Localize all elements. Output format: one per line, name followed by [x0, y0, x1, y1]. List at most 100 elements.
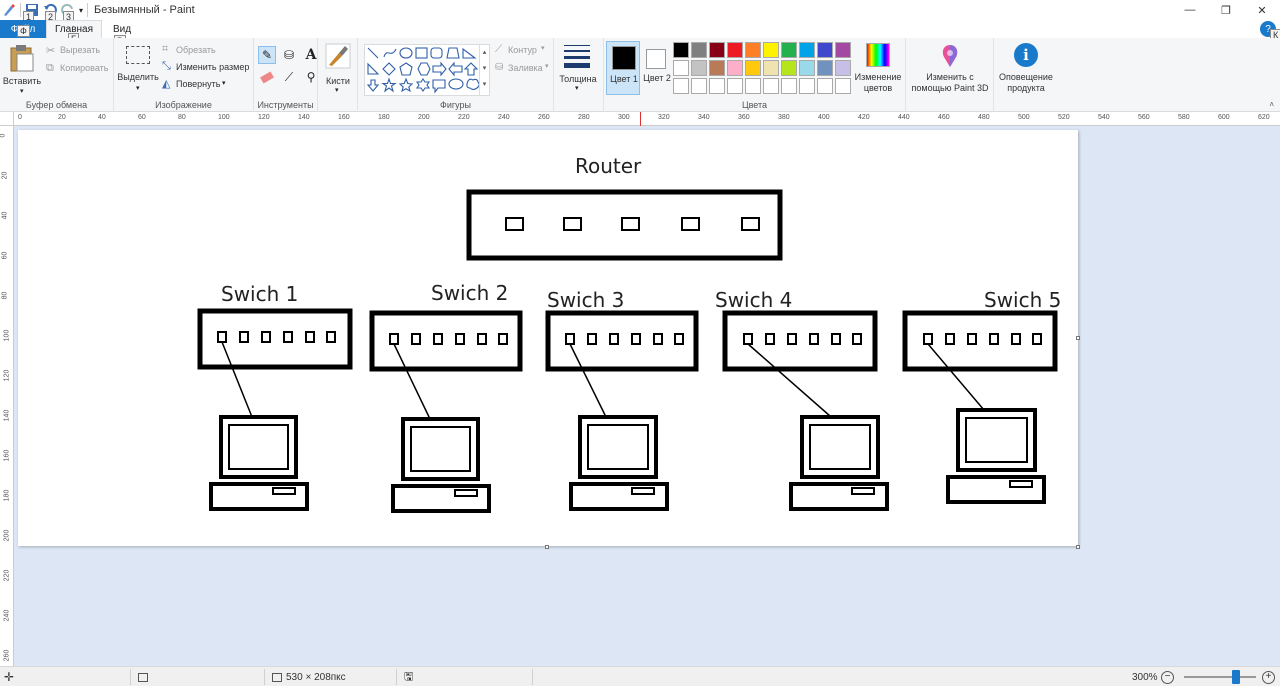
- tab-home[interactable]: Главная: [46, 20, 102, 38]
- resize-handle-bottom[interactable]: [545, 545, 549, 549]
- close-icon[interactable]: ✕: [1257, 4, 1267, 17]
- palette-color-29[interactable]: [835, 78, 851, 94]
- palette-color-2[interactable]: [709, 42, 725, 58]
- save-icon[interactable]: 1: [23, 3, 39, 23]
- collapse-ribbon-icon[interactable]: ˄: [1269, 100, 1274, 109]
- palette-color-10[interactable]: [673, 60, 689, 76]
- switch-5-label: Swich 5: [984, 288, 1061, 312]
- paste-icon: [10, 45, 34, 72]
- down-arrow-shape-icon: [366, 79, 380, 92]
- palette-color-0[interactable]: [673, 42, 689, 58]
- text-tool-icon[interactable]: A: [305, 47, 317, 63]
- computer-2: [391, 417, 491, 513]
- palette-color-13[interactable]: [727, 60, 743, 76]
- ruler-v-tick: 260: [3, 649, 11, 662]
- color2-button[interactable]: Цвет 2: [640, 41, 674, 95]
- ruler-h-tick: 240: [498, 114, 510, 121]
- palette-color-20[interactable]: [673, 78, 689, 94]
- palette-color-16[interactable]: [781, 60, 797, 76]
- window-title: Безымянный - Paint: [94, 4, 195, 16]
- paint3d-button[interactable]: Изменить с помощью Paint 3D: [908, 42, 992, 98]
- copy-button[interactable]: Копировать: [60, 63, 109, 73]
- eraser-icon[interactable]: [258, 68, 276, 86]
- palette-color-9[interactable]: [835, 42, 851, 58]
- switch-4: [722, 310, 878, 372]
- pentagon-shape-icon: [399, 62, 413, 76]
- palette-color-15[interactable]: [763, 60, 779, 76]
- palette-color-28[interactable]: [817, 78, 833, 94]
- palette-color-3[interactable]: [727, 42, 743, 58]
- palette-color-18[interactable]: [817, 60, 833, 76]
- resize-handle-corner[interactable]: [1076, 545, 1080, 549]
- diamond-shape-icon: [382, 62, 396, 76]
- edit-colors-button[interactable]: Изменение цветов: [854, 42, 902, 98]
- zoom-slider[interactable]: [1184, 670, 1256, 684]
- color-picker-icon[interactable]: ⟋: [284, 69, 294, 84]
- ruler-h-tick: 220: [458, 114, 470, 121]
- palette-color-7[interactable]: [799, 42, 815, 58]
- ruler-h-tick: 120: [258, 114, 270, 121]
- palette-color-1[interactable]: [691, 42, 707, 58]
- rotate-button[interactable]: Повернуть: [176, 79, 221, 89]
- ribbon-tabs: Файл Ф Главная Г Вид В ? К: [0, 20, 1280, 47]
- palette-color-24[interactable]: [745, 78, 761, 94]
- palette-color-27[interactable]: [799, 78, 815, 94]
- undo-icon[interactable]: 2: [43, 3, 57, 23]
- group-size: [554, 38, 604, 112]
- brushes-button[interactable]: Кисти ▾: [322, 42, 354, 96]
- palette-color-26[interactable]: [781, 78, 797, 94]
- cut-button[interactable]: Вырезать: [60, 45, 101, 55]
- zoom-out-icon[interactable]: −: [1161, 667, 1174, 686]
- crop-button[interactable]: Обрезать: [176, 45, 216, 55]
- palette-color-4[interactable]: [745, 42, 761, 58]
- redo-icon[interactable]: 3: [61, 3, 75, 23]
- palette-color-21[interactable]: [691, 78, 707, 94]
- palette-color-23[interactable]: [727, 78, 743, 94]
- ruler-h-tick: 300: [618, 114, 630, 121]
- shapes-scroll[interactable]: ▴▾▾: [479, 45, 489, 95]
- minimize-icon[interactable]: —: [1184, 4, 1196, 16]
- palette-color-12[interactable]: [709, 60, 725, 76]
- callout-rect-shape-icon: [432, 79, 446, 94]
- outline-button[interactable]: Контур: [508, 45, 537, 55]
- paste-button[interactable]: Вставить ▾: [3, 42, 41, 96]
- hexagon-shape-icon: [417, 62, 431, 76]
- shapes-gallery: ▴▾▾: [364, 44, 490, 96]
- paste-dropdown-icon: ▾: [20, 88, 24, 95]
- palette-color-11[interactable]: [691, 60, 707, 76]
- fill-button[interactable]: Заливка: [508, 63, 543, 73]
- fill-bucket-icon[interactable]: ⛁: [283, 48, 295, 62]
- palette-color-5[interactable]: [763, 42, 779, 58]
- resize-handle-right[interactable]: [1076, 336, 1080, 340]
- ruler-v-tick: 20: [1, 171, 9, 180]
- ruler-h-tick: 140: [298, 114, 310, 121]
- zoom-slider-thumb[interactable]: [1232, 670, 1240, 684]
- palette-color-25[interactable]: [763, 78, 779, 94]
- polygon-shape-icon: [446, 47, 460, 59]
- product-notify-button[interactable]: i Оповещение продукта: [996, 42, 1056, 98]
- pencil-icon[interactable]: ✎: [258, 46, 276, 64]
- group-brushes: Кисти ▾: [318, 38, 358, 112]
- restore-icon[interactable]: ❐: [1221, 4, 1231, 17]
- ruler-h-tick: 480: [978, 114, 990, 121]
- palette-color-14[interactable]: [745, 60, 761, 76]
- palette-color-8[interactable]: [817, 42, 833, 58]
- palette-color-22[interactable]: [709, 78, 725, 94]
- palette-color-17[interactable]: [799, 60, 815, 76]
- router-label: Router: [575, 154, 642, 178]
- drawing-canvas[interactable]: Router Swich 1 Swich 2 Swich 3 Swich 4 S…: [18, 130, 1078, 546]
- palette-color-19[interactable]: [835, 60, 851, 76]
- palette-color-6[interactable]: [781, 42, 797, 58]
- resize-button[interactable]: Изменить размер: [176, 62, 250, 72]
- paint-app-icon[interactable]: [2, 3, 16, 17]
- up-arrow-shape-icon: [463, 62, 479, 76]
- magnifier-icon[interactable]: ⚲: [306, 70, 316, 84]
- zoom-in-icon[interactable]: +: [1262, 667, 1275, 686]
- customize-qa-chevron-icon[interactable]: ▾: [79, 5, 84, 15]
- ruler-h-tick: 40: [98, 114, 106, 121]
- size-button[interactable]: Толщина ▾: [559, 42, 597, 96]
- tab-view[interactable]: Вид: [112, 23, 132, 35]
- select-button[interactable]: Выделить ▾: [117, 42, 159, 96]
- color1-button[interactable]: Цвет 1: [606, 41, 640, 95]
